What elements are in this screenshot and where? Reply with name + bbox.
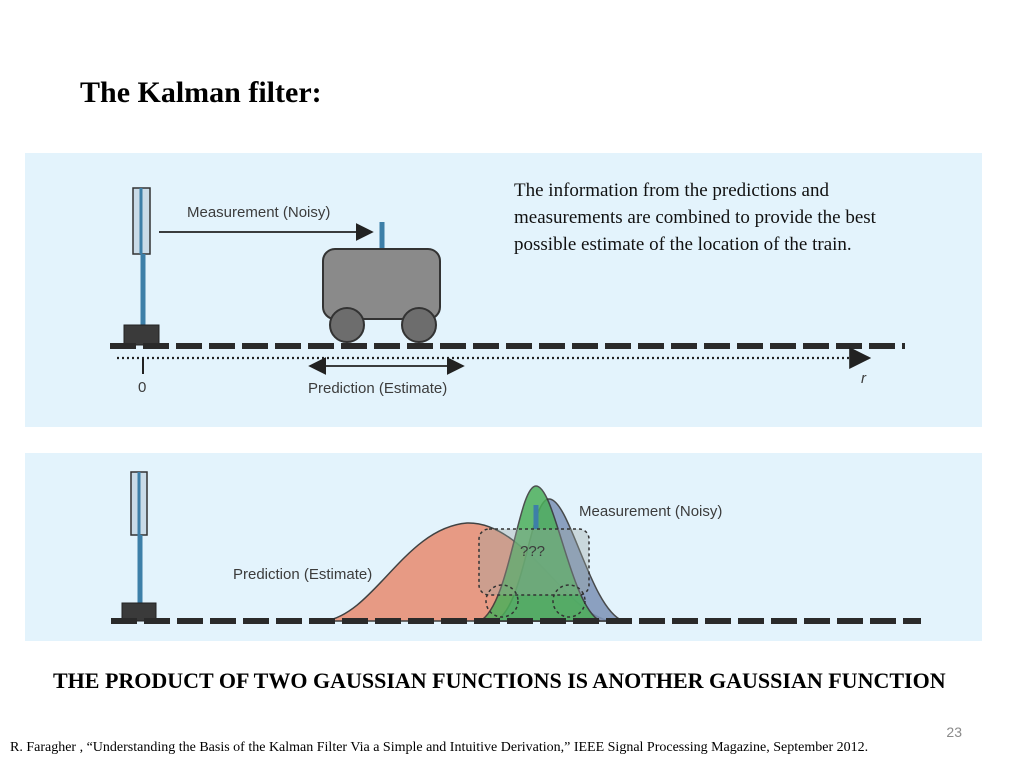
origin-label: 0 xyxy=(138,379,146,396)
train-measurement-diagram: Measurement (Noisy) 0 r Prediction (Esti… xyxy=(110,187,905,397)
measurement-tower xyxy=(121,471,157,622)
gaussian-product-diagram: ??? Measurement (Noisy) Prediction (Esti… xyxy=(111,471,921,624)
uncertain-train-icon xyxy=(478,505,590,618)
conclusion-text: THE PRODUCT OF TWO GAUSSIAN FUNCTIONS IS… xyxy=(53,668,946,693)
train-icon xyxy=(322,222,441,343)
slide-title: The Kalman filter: xyxy=(80,76,322,109)
axis-label: r xyxy=(861,370,867,387)
measurement-label: Measurement (Noisy) xyxy=(187,204,330,221)
product-gaussian xyxy=(479,485,601,622)
prediction-label: Prediction (Estimate) xyxy=(308,380,447,397)
unknown-position-label: ??? xyxy=(520,543,545,560)
bottom-diagram-panel: ??? Measurement (Noisy) Prediction (Esti… xyxy=(25,453,982,641)
top-diagram-panel: Measurement (Noisy) 0 r Prediction (Esti… xyxy=(25,153,982,427)
caption-text: The information from the predictions and… xyxy=(514,180,876,255)
reference-citation: R. Faragher , “Understanding the Basis o… xyxy=(10,740,869,755)
prediction-label: Prediction (Estimate) xyxy=(233,566,372,583)
page-number: 23 xyxy=(946,724,962,740)
measurement-tower xyxy=(123,187,160,346)
measurement-label: Measurement (Noisy) xyxy=(579,503,722,520)
